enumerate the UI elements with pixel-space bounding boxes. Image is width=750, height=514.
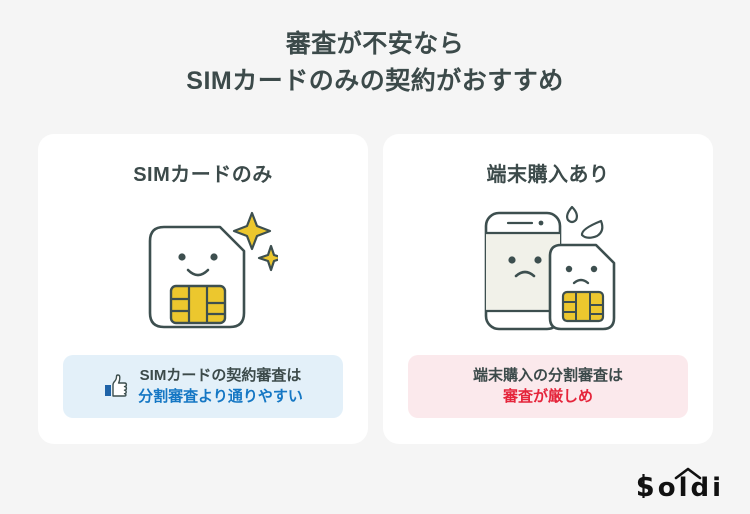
- brand-logo: Soldi: [636, 466, 728, 500]
- sweat-drop-large-icon: [580, 219, 604, 239]
- sim-only-banner-line-2: 分割審査より通りやすい: [138, 388, 303, 406]
- device-purchase-illustration: [383, 190, 713, 345]
- page-title-line-2: SIMカードのみの契約がおすすめ: [186, 66, 564, 95]
- sparkle-small-icon: [257, 244, 278, 271]
- card-sim-only-heading: SIMカードのみ: [133, 164, 273, 186]
- thumbs-up-icon: [103, 373, 129, 399]
- sim-only-banner-line-1: SIMカードの契約審査は: [139, 366, 302, 384]
- sim-only-illustration: [38, 190, 368, 345]
- soldi-logo-icon: Soldi: [636, 467, 724, 500]
- phone-and-sim-sad-icon: [484, 205, 616, 330]
- device-purchase-banner: 端末購入の分割審査は 審査が厳しめ: [408, 354, 688, 418]
- card-device-purchase-heading: 端末購入あり: [486, 164, 610, 186]
- page-title: 審査が不安なら SIMカードのみの契約がおすすめ: [0, 26, 750, 99]
- card-device-purchase: 端末購入あり: [383, 134, 713, 444]
- device-purchase-banner-text: 端末購入の分割審査は 審査が厳しめ: [473, 365, 623, 409]
- sparkle-icon: [232, 211, 272, 250]
- sim-only-banner-text: SIMカードの契約審査は 分割審査より通りやすい: [138, 365, 303, 409]
- card-sim-only: SIMカードのみ: [38, 134, 368, 444]
- sim-only-banner: SIMカードの契約審査は 分割審査より通りやすい: [63, 354, 343, 418]
- page-title-line-1: 審査が不安なら: [285, 30, 465, 58]
- comparison-cards: SIMカードのみ: [38, 134, 713, 444]
- sweat-drop-icon: [566, 205, 578, 223]
- svg-text:Soldi: Soldi: [636, 473, 724, 500]
- sim-card-happy-icon: [148, 211, 278, 328]
- device-purchase-banner-line-2: 審査が厳しめ: [502, 388, 593, 406]
- device-purchase-banner-line-1: 端末購入の分割審査は: [472, 366, 623, 384]
